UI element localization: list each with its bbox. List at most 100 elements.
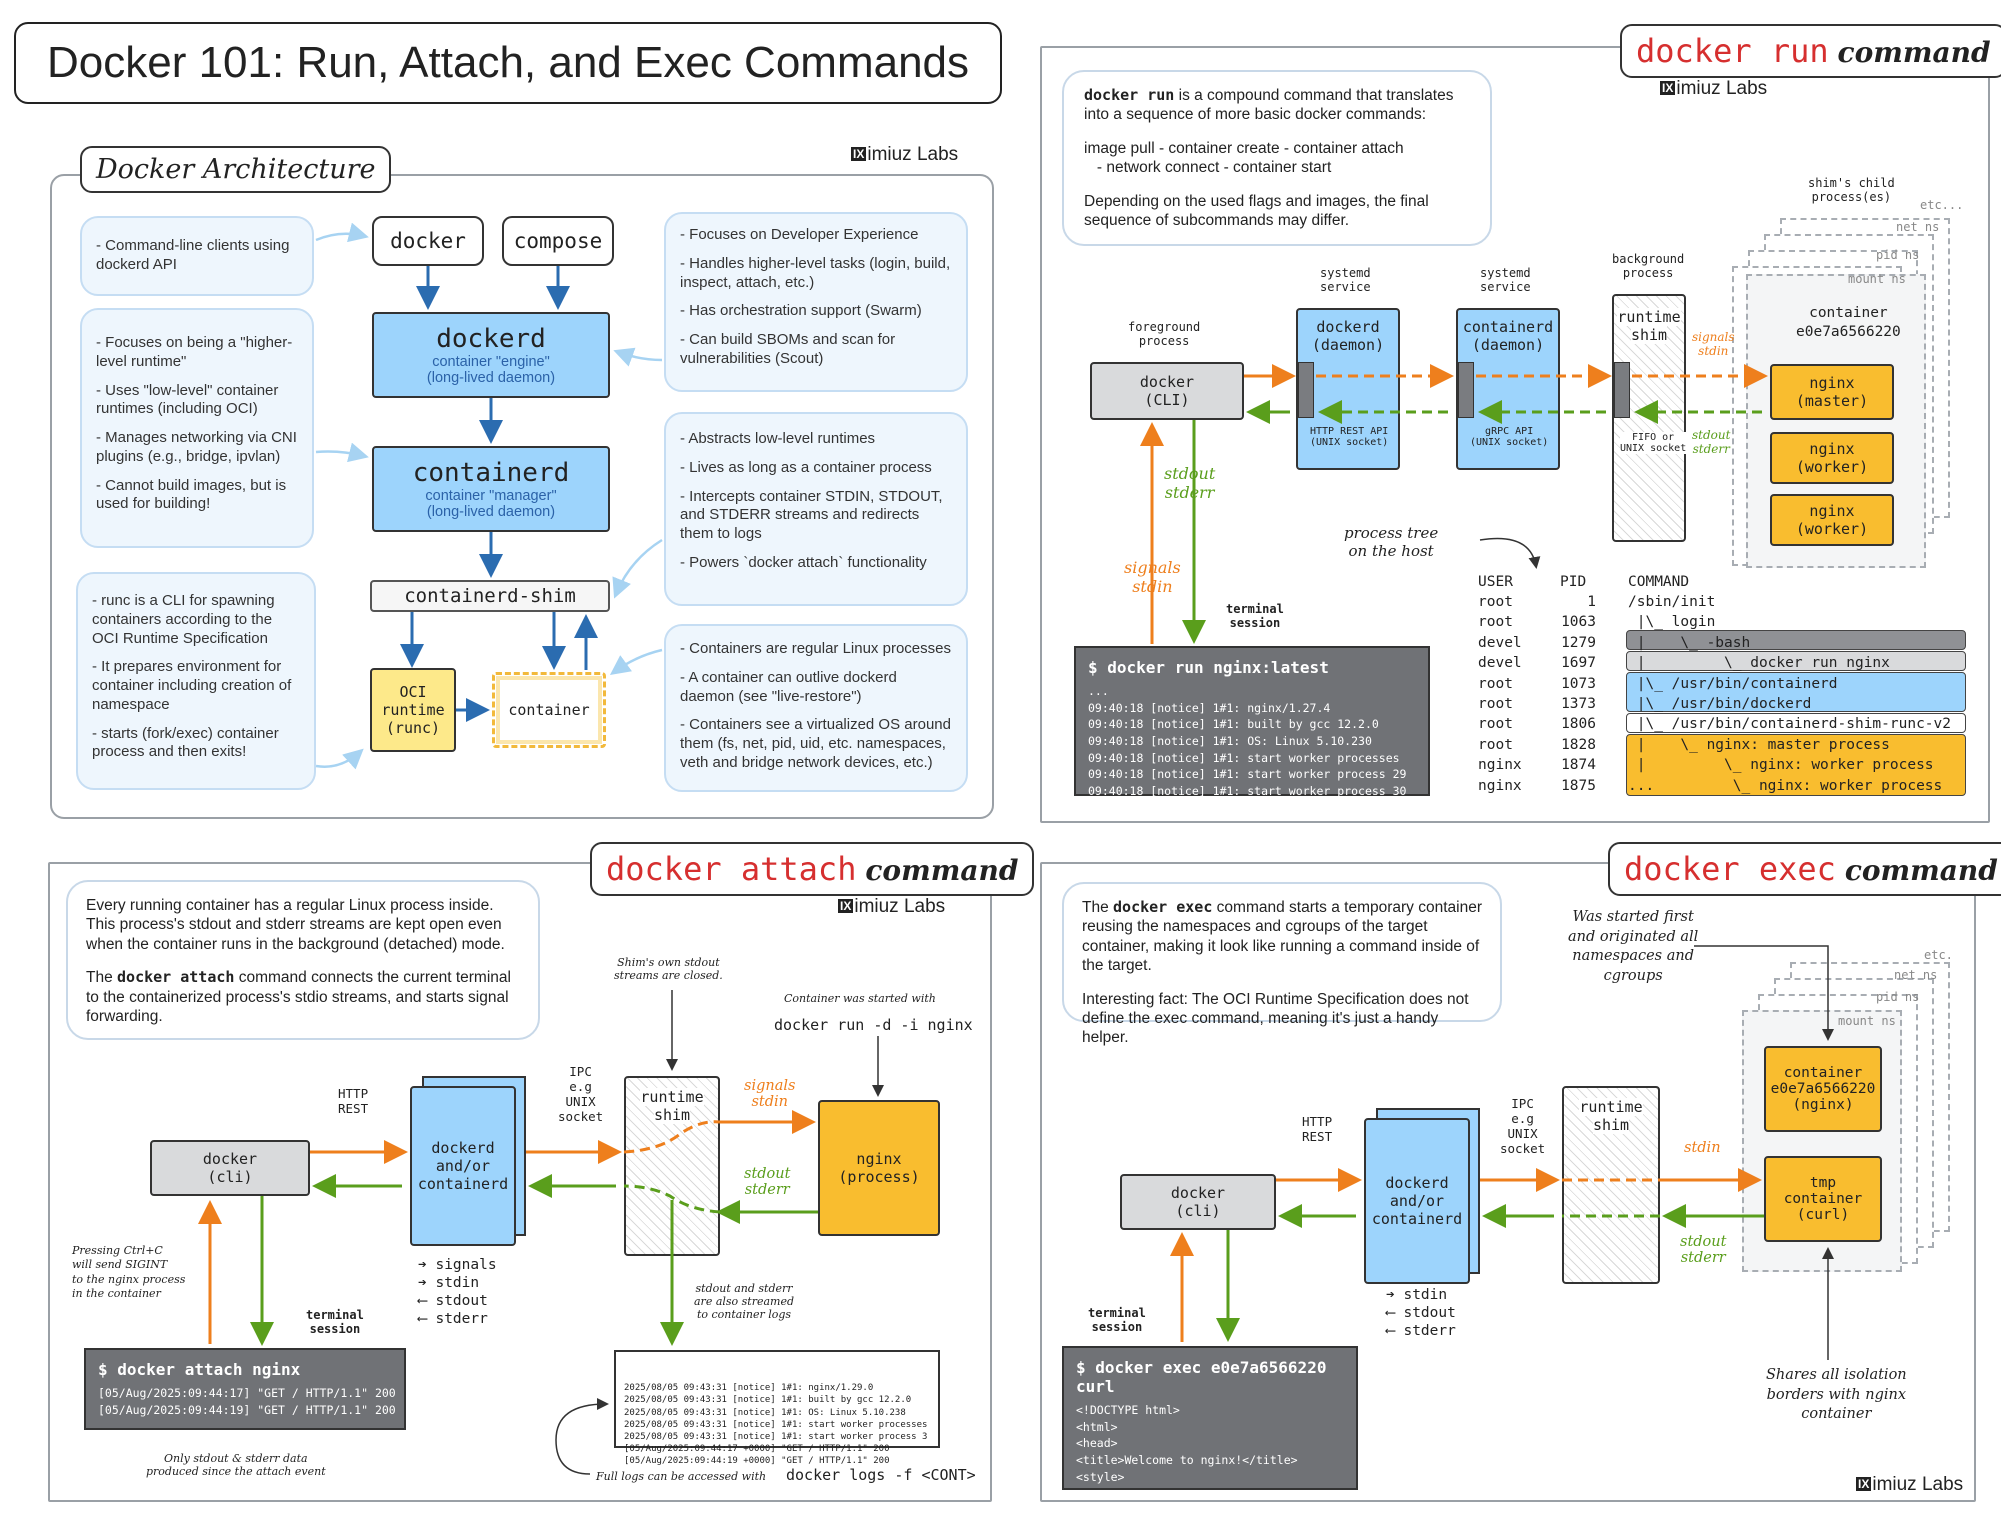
- ptree-pid: 1: [1587, 594, 1596, 610]
- run-terminal: $ docker run nginx:latest ... 09:40:18 […: [1074, 646, 1430, 798]
- run-nginx-master: nginx(master): [1770, 364, 1894, 420]
- run-stdout-stderr-v: stdout stderr: [1164, 464, 1216, 502]
- attach-http-rest: HTTP REST: [338, 1086, 369, 1116]
- exec-http-rest: HTTP REST: [1302, 1114, 1333, 1144]
- label-http-api: HTTP REST API (UNIX socket): [1310, 426, 1389, 448]
- architecture-title: Docker Architecture: [80, 146, 392, 193]
- ptree-cmd: ... \_ nginx: worker process: [1628, 777, 1943, 794]
- attach-note: Every running container has a regular Li…: [66, 880, 540, 1040]
- attach-shim-stdout: [623, 1184, 721, 1214]
- label-systemd-2: systemd service: [1480, 266, 1531, 294]
- ptree-cmd: | \_ -bash: [1628, 634, 1751, 651]
- run-docker-cli-box: docker(CLI): [1090, 362, 1244, 420]
- ptree-pid: 1697: [1561, 655, 1596, 672]
- ptree-cmd: |\_ /usr/bin/dockerd: [1628, 696, 1812, 712]
- exec-label-mount-ns: mount ns: [1838, 1014, 1896, 1028]
- ptree-pid: 1875: [1561, 777, 1596, 794]
- label-systemd-1: systemd service: [1320, 266, 1371, 294]
- label-background: background process: [1612, 252, 1685, 280]
- run-nginx-worker-2: nginx(worker): [1770, 494, 1894, 546]
- ptree-cmd: /sbin/init: [1628, 594, 1716, 610]
- ptree-pid: 1373: [1561, 696, 1596, 712]
- ptree-hl-bash: [1626, 630, 1966, 650]
- ptree-pid: 1073: [1561, 675, 1596, 692]
- label-mount-ns: mount ns: [1848, 272, 1906, 286]
- ptree-user: root: [1478, 614, 1513, 631]
- label-fifo: FIFO or UNIX socket: [1620, 432, 1687, 454]
- exec-label-etc: etc.: [1924, 948, 1953, 962]
- exec-stdout-stderr: stdout stderr: [1680, 1234, 1727, 1266]
- attach-signals-stdin: signals stdin: [744, 1078, 796, 1110]
- docker-client-box: docker: [372, 216, 484, 266]
- container-box: container: [492, 672, 606, 748]
- exec-docker-cli-box: docker(cli): [1120, 1174, 1276, 1230]
- attach-shim-closed: Shim's own stdout streams are closed.: [614, 956, 723, 982]
- run-signals-stdin: signals stdin: [1692, 330, 1735, 358]
- pointer-containers-note: [609, 648, 663, 675]
- ptree-cmd: |\_ /usr/bin/containerd: [1628, 675, 1838, 692]
- attach-logs-box: 2025/08/05 09:43:31 [notice] 1#1: nginx/…: [614, 1350, 940, 1466]
- attach-full-logs-note: Full logs can be accessed with: [596, 1470, 767, 1483]
- run-stdout-stderr: stdout stderr: [1692, 428, 1731, 456]
- ptree-hl-shim: [1626, 713, 1966, 733]
- exec-note: The docker exec command starts a tempora…: [1062, 882, 1502, 1046]
- exec-stdin-label: stdin: [1684, 1140, 1721, 1156]
- ptree-user: root: [1478, 594, 1513, 610]
- ptree-cmd: |\_ /usr/bin/containerd-shim-runc-v2: [1628, 716, 1952, 733]
- ptree-cmd: |\_ login: [1628, 614, 1716, 631]
- ptree-pid: 1279: [1561, 634, 1596, 651]
- attach-ctrlc-note: Pressing Ctrl+C will send SIGINT to the …: [72, 1244, 186, 1300]
- attach-only-since-note: Only stdout & stderr data produced since…: [146, 1452, 326, 1478]
- exec-shares-note: Shares all isolation borders with nginx …: [1766, 1367, 1907, 1423]
- label-shim-child: shim's child process(es): [1808, 176, 1895, 204]
- socket-dockerd: [1298, 362, 1314, 418]
- run-title: docker run command: [1620, 24, 2001, 78]
- label-etc: etc...: [1920, 198, 1964, 212]
- exec-ipc: IPC e.g UNIX socket: [1500, 1096, 1546, 1156]
- containerd-box: containerd container "manager" (long-liv…: [372, 446, 610, 532]
- ptree-user: root: [1478, 675, 1513, 692]
- exec-terminal-label: terminal session: [1088, 1306, 1146, 1334]
- exec-legend: ➔ stdin ⟵ stdout ⟵ stderr: [1386, 1287, 1456, 1340]
- attach-pointer-logs: [555, 1398, 609, 1475]
- pointer-clients: [315, 222, 369, 243]
- note-containers: - Containers are regular Linux processes…: [664, 624, 968, 792]
- note-containerd: - Abstracts low-level runtimes- Lives as…: [664, 412, 968, 606]
- label-pid-ns: pid ns: [1876, 248, 1920, 262]
- ptree-pid: 1828: [1561, 736, 1596, 753]
- ptree-pid: 1063: [1561, 614, 1596, 631]
- exec-label-net-ns: net ns: [1894, 968, 1938, 982]
- ptree-user: devel: [1478, 655, 1522, 672]
- run-note: docker run is a compound command that tr…: [1062, 70, 1492, 246]
- attach-title: docker attach command: [590, 842, 1035, 896]
- attach-ipc: IPC e.g UNIX socket: [558, 1064, 604, 1124]
- attach-terminal-label: terminal session: [306, 1308, 364, 1336]
- ptree-user: root: [1478, 696, 1513, 712]
- attach-stdout-stderr: stdout stderr: [744, 1166, 791, 1198]
- ptree-header-command: COMMAND: [1628, 574, 1690, 590]
- dockerd-box: dockerd container "engine" (long-lived d…: [372, 312, 610, 398]
- socket-shim: [1614, 362, 1630, 418]
- ptree-pid: 1806: [1561, 716, 1596, 733]
- label-grpc-api: gRPC API (UNIX socket): [1470, 426, 1549, 448]
- ptree-user: root: [1478, 716, 1513, 733]
- exec-started-first: Was started first and originated all nam…: [1568, 909, 1699, 984]
- label-foreground: foreground process: [1128, 320, 1201, 348]
- socket-containerd: [1458, 362, 1474, 418]
- exec-title: docker exec command: [1608, 842, 2001, 896]
- ptree-cmd: | \_ nginx: worker process: [1628, 757, 1934, 774]
- attach-nginx-box: nginx(process): [818, 1100, 940, 1236]
- attach-docker-cli-box: docker(cli): [150, 1140, 310, 1196]
- containerd-shim-box: containerd-shim: [370, 580, 610, 612]
- ptree-user: root: [1478, 736, 1513, 753]
- note-clients: - Command-line clients using dockerd API: [80, 216, 314, 296]
